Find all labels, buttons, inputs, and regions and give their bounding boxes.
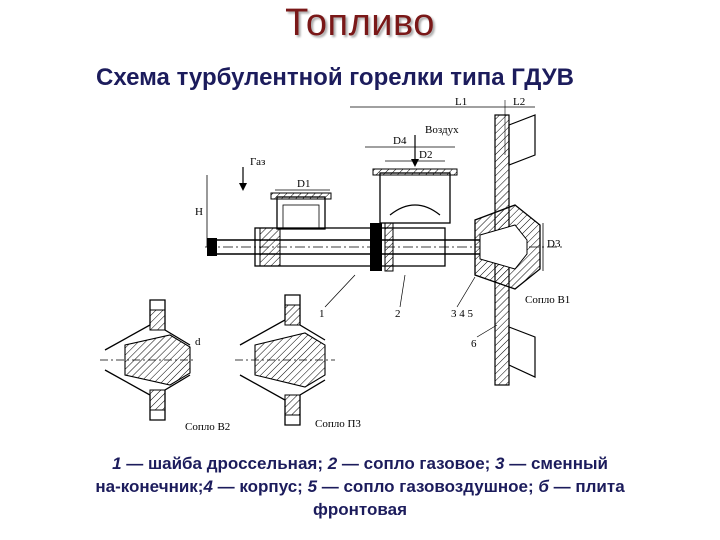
air-inlet: Воздух <box>372 124 459 224</box>
callouts: 1 2 3 4 5 6 <box>319 274 498 350</box>
caption-line-2: на-конечник;4 — корпус; 5 — сопло газово… <box>95 477 625 496</box>
callout-345: 3 4 5 <box>451 308 474 320</box>
nozzle-v2-label: Сопло В2 <box>185 421 230 433</box>
burner-diagram: Газ Воздух D4 D2 D1 L1 L2 H D3 d1 Сопло <box>100 96 570 433</box>
nozzle-v2-detail: d Сопло В2 <box>100 299 230 433</box>
nozzle-p3-detail: Сопло П3 <box>235 294 361 430</box>
dim-l2: L2 <box>513 96 525 108</box>
dim-h: H <box>195 206 203 218</box>
gas-label: Газ <box>250 156 265 168</box>
caption-line-1: 1 — шайба дроссельная; 2 — сопло газовое… <box>112 454 608 473</box>
callout-6: 6 <box>471 338 477 350</box>
slide-title: Топливо <box>285 2 435 44</box>
air-label: Воздух <box>425 124 459 136</box>
nozzle-v1-label: Сопло В1 <box>525 294 570 306</box>
gas-inlet: Газ <box>239 156 332 230</box>
diagram-subtitle: Схема турбулентной горелки типа ГДУВ <box>96 64 574 91</box>
callout-1: 1 <box>319 308 325 320</box>
caption-line-3: фронтовая <box>313 500 407 519</box>
dim-d4: D4 <box>393 135 407 147</box>
dim-d1: D1 <box>297 178 310 190</box>
callout-2: 2 <box>395 308 401 320</box>
dim-d2: D2 <box>419 149 432 161</box>
dim-d3: D3 <box>547 238 561 250</box>
dim-d-small: d <box>195 336 201 348</box>
caption: 1 — шайба дроссельная; 2 — сопло газовое… <box>30 452 690 521</box>
nozzle-p3-label: Сопло П3 <box>315 418 361 430</box>
dim-l1: L1 <box>455 96 467 108</box>
front-plate: Сопло В1 <box>474 114 570 386</box>
